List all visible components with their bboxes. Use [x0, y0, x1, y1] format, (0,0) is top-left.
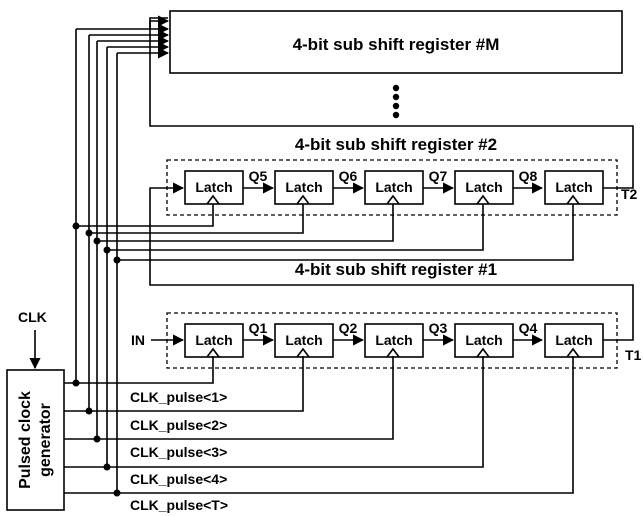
- clk-pulse-t-label: CLK_pulse<T>: [130, 497, 228, 513]
- latch-label: Latch: [195, 332, 232, 348]
- latch-label: Latch: [465, 332, 502, 348]
- clock-input-triangle: [386, 347, 400, 358]
- clock-input-triangle: [206, 347, 220, 358]
- clock-input-triangle: [296, 347, 310, 358]
- q8-label: Q8: [519, 168, 538, 184]
- register-2-title: 4-bit sub shift register #2: [295, 135, 497, 154]
- register-2-latch-1: Latch: [184, 170, 244, 205]
- register-1-title: 4-bit sub shift register #1: [295, 260, 497, 279]
- q6-label: Q6: [339, 168, 358, 184]
- register-2-latch-4: Latch: [454, 170, 514, 205]
- clock-input-triangle: [206, 194, 220, 205]
- t1-label: T1: [625, 347, 642, 363]
- latch-label: Latch: [195, 179, 232, 195]
- clock-input-triangle: [476, 194, 490, 205]
- register-2-latch-3: Latch: [364, 170, 424, 205]
- latch-label: Latch: [285, 332, 322, 348]
- register-1-latch-3: Latch: [364, 323, 424, 358]
- latch-label: Latch: [285, 179, 322, 195]
- register-m-title: 4-bit sub shift register #M: [293, 35, 500, 54]
- clk-pulse-4-label: CLK_pulse<4>: [130, 471, 227, 487]
- clk-label: CLK: [18, 309, 47, 325]
- register-1-latch-1: Latch: [184, 323, 244, 358]
- register-2-latches: Latch Latch Latch Latch Latch: [184, 170, 604, 205]
- clock-input-triangle: [386, 194, 400, 205]
- sub-shift-register-m: [169, 10, 623, 74]
- clk-pulse-1-label: CLK_pulse<1>: [130, 389, 227, 405]
- q7-label: Q7: [429, 168, 448, 184]
- register-2-clock-taps: [72, 204, 574, 264]
- latch-label: Latch: [555, 332, 592, 348]
- pulsed-clock-generator: [6, 369, 65, 511]
- in-label: IN: [131, 332, 145, 348]
- q5-label: Q5: [249, 168, 268, 184]
- q1-label: Q1: [249, 320, 268, 336]
- q4-label: Q4: [519, 320, 538, 336]
- register-1-clock-lines: [64, 356, 574, 497]
- generator-label-line2: generator: [37, 403, 54, 477]
- clock-bus: [75, 17, 170, 493]
- register-1-latch-4: Latch: [454, 323, 514, 358]
- clock-input-triangle: [566, 194, 580, 205]
- latch-label: Latch: [375, 332, 412, 348]
- clock-input-triangle: [476, 347, 490, 358]
- latch-label: Latch: [555, 179, 592, 195]
- generator-label-line1: Pulsed clock: [17, 391, 34, 489]
- q2-label: Q2: [339, 320, 358, 336]
- ellipsis-dots: [392, 84, 400, 119]
- register-1-latches: Latch Latch Latch Latch Latch: [184, 323, 604, 358]
- clock-input-triangle: [296, 194, 310, 205]
- clock-input-triangle: [566, 347, 580, 358]
- register-1-latch-5: Latch: [544, 323, 604, 358]
- q3-label: Q3: [429, 320, 448, 336]
- clk-pulse-3-label: CLK_pulse<3>: [130, 444, 227, 460]
- register-2-latch-5: Latch: [544, 170, 604, 205]
- latch-label: Latch: [465, 179, 502, 195]
- t2-label: T2: [621, 186, 638, 202]
- latch-label: Latch: [375, 179, 412, 195]
- register-1-latch-2: Latch: [274, 323, 334, 358]
- clk-pulse-2-label: CLK_pulse<2>: [130, 417, 227, 433]
- register-2-latch-2: Latch: [274, 170, 334, 205]
